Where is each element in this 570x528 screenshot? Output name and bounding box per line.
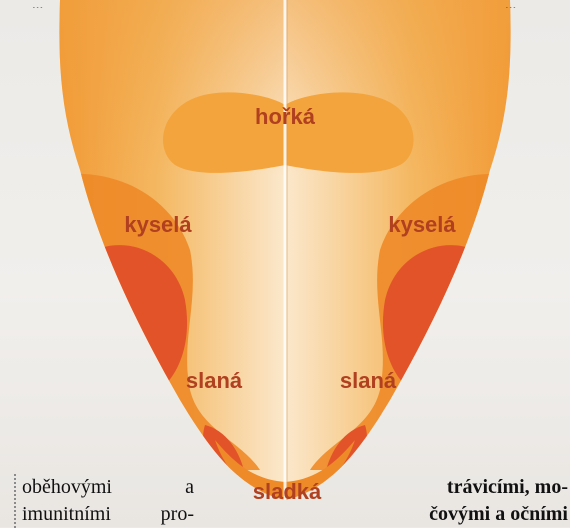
label-sour-left: kyselá bbox=[124, 212, 192, 237]
label-bitter: hořká bbox=[255, 104, 316, 129]
left-line-2: imunitními pro- bbox=[22, 501, 194, 528]
right-line-2: čovými a očními bbox=[400, 501, 568, 528]
label-sweet: sladká bbox=[253, 479, 322, 504]
left-line1-word2: a bbox=[185, 474, 194, 501]
top-right-text-fragment: ... bbox=[505, 0, 516, 8]
left-line2-word1: imunitními bbox=[22, 501, 111, 528]
right-line-1: trávicími, mo- bbox=[400, 474, 568, 501]
label-salty-left: slaná bbox=[186, 368, 243, 393]
left-line-1: oběhovými a bbox=[22, 474, 194, 501]
label-salty-right: slaná bbox=[340, 368, 397, 393]
left-line2-word2: pro- bbox=[161, 501, 194, 528]
body-text-right-column: trávicími, mo- čovými a očními bbox=[400, 474, 568, 528]
label-sour-right: kyselá bbox=[388, 212, 456, 237]
left-line1-word1: oběhovými bbox=[22, 474, 112, 501]
top-left-text-fragment: ... bbox=[32, 0, 43, 8]
body-text-left-column: oběhovými a imunitními pro- bbox=[14, 474, 202, 528]
